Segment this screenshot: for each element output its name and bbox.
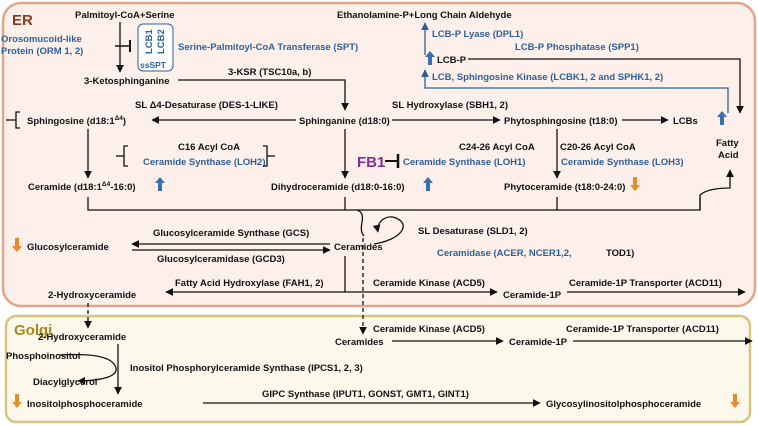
c16-acyl-coa: C16 Acyl CoA [178,142,240,153]
acd5-enzyme-er: Ceramide Kinase (ACD5) [373,278,485,289]
phosphoinositol: Phosphoinositol [6,351,80,362]
fatty-label: Fatty [716,138,739,149]
orm-label-line1: Orosomucoid-like [1,34,82,45]
ethanolamine-aldehyde: Ethanolamine-P+Long Chain Aldehyde [337,10,512,21]
dihydroceramide-increase-arrow [423,177,433,191]
glucosylceramide: Glucosylceramide [27,242,109,253]
lcb2-label: LCB2 [156,29,167,54]
ceramide-increase-arrow [155,177,165,191]
fb1-inhibitor: FB1 [357,154,385,171]
increase-arrow-icon [423,177,433,191]
lcbs: LCBs [673,116,698,127]
ceramidase-enzyme: Ceramidase (ACER, NCER1,2, [437,248,572,259]
c2426-acyl-coa: C24-26 Acyl CoA [459,142,535,153]
sld-loop-arrow [372,216,404,245]
golgi-label: Golgi [14,322,52,339]
golgi-compartment [4,314,752,424]
arrow-lcbs-to-lcbp [421,69,729,113]
arrow-keto-to-sphinganine [178,79,349,111]
inositolphosphoceramide: Inositolphosphoceramide [27,399,143,410]
ipc-decrease-arrow [12,394,22,408]
hydroxyceramide-er: 2-Hydroxyceramide [48,290,136,301]
lcbs-increase-arrow [717,111,727,125]
orm-label-line2: Protein (ORM 1, 2) [1,46,83,57]
sld-enzyme: SL Desaturase (SLD1, 2) [418,226,528,237]
arrow-ceramidase-to-fatty-acid [699,169,734,210]
spt-enzyme: Serine-Palmitoyl-CoA Transferase (SPT) [178,42,358,53]
gcs-enzyme: Glucosylceramide Synthase (GCS) [153,228,309,239]
lcbp-lyase: LCB-P Lyase (DPL1) [432,29,523,40]
diacylglycerol: Diacylglycerol [33,377,97,388]
dihydroceramide: Dihydroceramide (d18:0-16:0) [271,182,405,193]
lcb-sphingosine-kinase: LCB, Sphingosine Kinase (LCBK1, 2 and SP… [432,72,663,83]
ceramide1p-er: Ceramide-1P [503,290,562,301]
acd11-enzyme-golgi: Ceramide-1P Transporter (ACD11) [566,324,719,335]
ipcs-enzyme: Inositol Phosphorylceramide Synthase (IP… [130,363,363,374]
loh1-enzyme: Ceramide Synthase (LOH1) [403,157,525,168]
hydroxyceramide-golgi: 2-Hydroxyceramide [38,332,126,343]
tod1-enzyme: TOD1) [606,248,634,259]
palmitoyl-coa-serine: Palmitoyl-CoA+Serine [75,10,175,21]
lcb1-label: LCB1 [144,28,155,54]
acd11-enzyme-er: Ceramide-1P Transporter (ACD11) [569,278,722,289]
ksr-enzyme: 3-KSR (TSC10a, b) [228,67,311,78]
er-compartment [1,1,757,308]
ipcs-reaction-curve [59,353,117,385]
lcbp: LCB-P [437,55,467,66]
gipc-decrease-arrow [730,394,740,408]
phytosphingosine: Phytosphingosine (t18:0) [504,116,617,127]
sphinganine: Sphinganine (d18:0) [299,116,390,127]
glucosylceramide-decrease-arrow [12,238,22,252]
ceramide1p-golgi: Ceramide-1P [509,337,568,348]
loh2-enzyme: Ceramide Synthase (LOH2) [143,157,265,168]
lcbp-phosphatase: LCB-P Phosphatase (SPP1) [515,42,639,53]
decrease-arrow-icon [630,177,640,191]
ceramide-d18-1: Ceramide (d18:1Δ4-16:0) [28,181,136,193]
loh3-enzyme: Ceramide Synthase (LOH3) [561,157,683,168]
increase-arrow-icon [717,111,727,125]
ssspt-label: ssSPT [140,60,167,70]
lcbp-increase-arrow [425,51,435,65]
acd5-enzyme-golgi: Ceramide Kinase (ACD5) [373,324,485,335]
gipc-enzyme: GIPC Synthase (IPUT1, GONST, GMT1, GINT1… [262,389,469,400]
phytoceramide: Phytoceramide (t18:0-24:0) [504,182,625,193]
sbh-enzyme: SL Hydroxylase (SBH1, 2) [392,100,508,111]
increase-arrow-icon [155,177,165,191]
fah-enzyme: Fatty Acid Hydroxylase (FAH1, 2) [175,278,324,289]
acid-label: Acid [718,150,739,161]
sphingosine: Sphingosine (d18:1Δ4) [27,115,126,127]
glycosylinositolphosphoceramide: Glycosylinositolphosphoceramide [546,399,701,410]
ketosphinganine: 3-Ketosphinganine [84,76,170,87]
decrease-arrow-icon [12,394,22,408]
arrow-lcbp-to-lcbs [468,58,744,114]
phytoceramide-decrease-arrow [630,177,640,191]
spt-complex-box [137,23,174,72]
increase-arrow-icon [425,51,435,65]
ceramides-golgi: Ceramides [335,337,384,348]
decrease-arrow-icon [12,238,22,252]
c2026-acyl-coa: C20-26 Acyl CoA [560,142,636,153]
des-enzyme: SL Δ4-Desaturase (DES-1-LIKE) [135,100,278,111]
decrease-arrow-icon [730,394,740,408]
gcd3-enzyme: Glucosylceramidase (GCD3) [157,254,285,265]
ceramides-er: Ceramides [334,242,383,253]
er-label: ER [12,12,33,29]
